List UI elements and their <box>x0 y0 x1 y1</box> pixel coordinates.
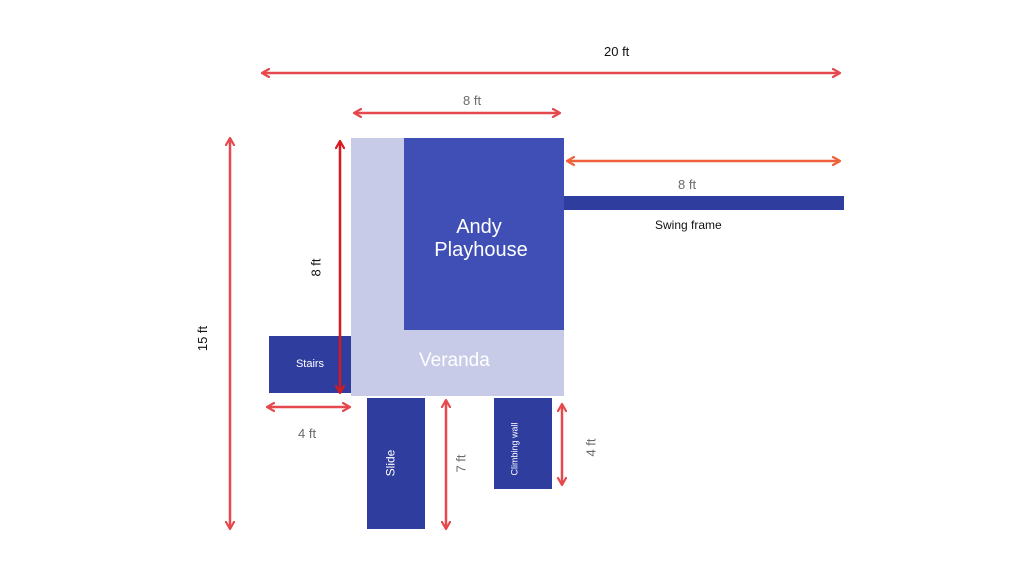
climbing-wall-label: Climbing wall <box>509 422 520 476</box>
total-width-label: 20 ft <box>604 44 630 59</box>
playhouse-label-line1: Andy <box>456 216 502 238</box>
slide-length-label: 7 ft <box>453 454 469 473</box>
playhouse-width-label: 8 ft <box>463 93 482 108</box>
playhouse-height-label: 8 ft <box>308 258 324 277</box>
total-depth-label: 15 ft <box>195 325 211 352</box>
swing-frame <box>564 196 844 210</box>
stairs-label: Stairs <box>295 358 325 370</box>
swing-length-label: 8 ft <box>678 177 697 192</box>
climbing-wall-length-label: 4 ft <box>583 438 599 457</box>
slide <box>367 398 425 529</box>
stairs-width-label: 4 ft <box>298 426 317 441</box>
swing-frame-label: Swing frame <box>655 218 722 232</box>
climbing-wall <box>494 398 552 489</box>
veranda-label: Veranda <box>419 350 490 371</box>
playhouse-label-line2: Playhouse <box>434 239 528 261</box>
slide-label: Slide <box>383 449 398 477</box>
andy-playhouse <box>404 138 564 330</box>
